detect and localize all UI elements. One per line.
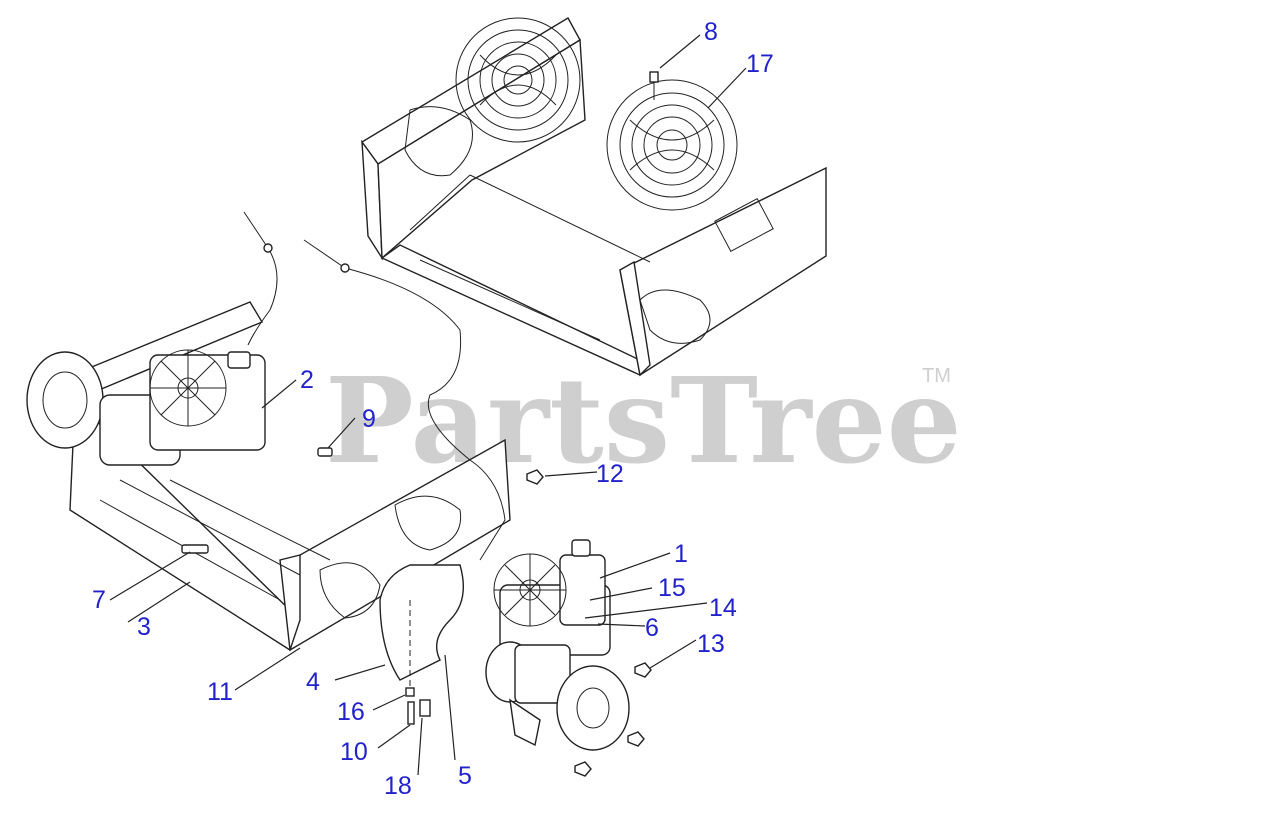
watermark-logo: PartsTree [325, 351, 962, 490]
brake-bracket [379, 564, 464, 690]
callout-labels: 1 2 3 4 5 6 7 8 9 10 11 12 13 14 15 16 1… [92, 18, 774, 800]
fan-guard-screw [649, 71, 659, 100]
front-frame-assembly [58, 301, 511, 652]
callout-11: 11 [207, 678, 233, 706]
callout-14: 14 [709, 594, 737, 622]
leader-lines [109, 34, 747, 776]
callout-2: 2 [300, 366, 314, 394]
left-transaxle [26, 349, 266, 466]
callout-7: 7 [92, 586, 106, 614]
callout-3: 3 [137, 613, 151, 641]
rear-fan-guard-right [606, 79, 738, 211]
rear-fan-guard-left [455, 17, 581, 143]
callout-16: 16 [337, 698, 365, 726]
callout-17: 17 [746, 50, 774, 78]
callout-13: 13 [697, 630, 725, 658]
callout-5: 5 [458, 762, 472, 790]
callout-8: 8 [704, 18, 718, 46]
callout-4: 4 [306, 668, 320, 696]
callout-15: 15 [658, 574, 686, 602]
rear-frame-assembly [360, 17, 827, 377]
callout-18: 18 [384, 772, 412, 800]
callout-12: 12 [596, 460, 624, 488]
callout-1: 1 [674, 540, 688, 568]
control-cable-left [243, 211, 506, 561]
callout-10: 10 [340, 738, 368, 766]
callout-6: 6 [645, 614, 659, 642]
watermark-trademark: TM [922, 365, 951, 387]
callout-9: 9 [362, 405, 376, 433]
right-transaxle [485, 539, 630, 751]
hardware-bolts [181, 447, 652, 777]
